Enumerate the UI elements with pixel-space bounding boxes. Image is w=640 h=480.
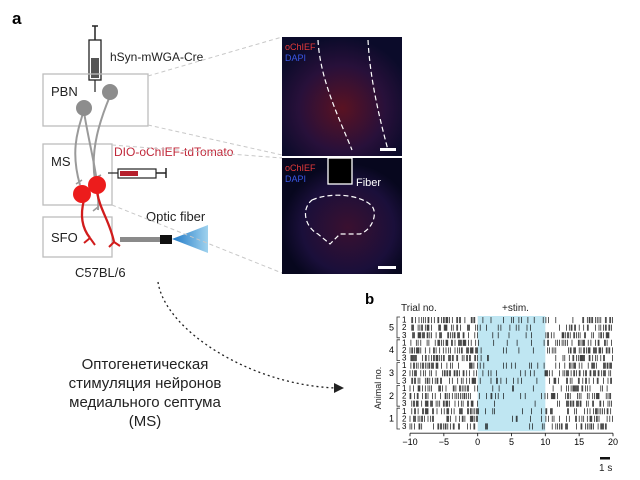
optic-fiber-icon xyxy=(120,225,208,253)
trial-label: 1 xyxy=(402,384,407,393)
curved-arrow xyxy=(157,281,344,393)
trial-label: 3 xyxy=(402,399,407,408)
micro-top-dapi: DAPI xyxy=(285,53,306,63)
x-tick-label: 15 xyxy=(574,437,584,447)
trial-label: 3 xyxy=(402,331,407,340)
x-tick-label: −10 xyxy=(402,437,417,447)
trial-header: Trial no. xyxy=(401,303,437,314)
injection-ms-label: DIO-oChIEF-tdTomato xyxy=(114,145,234,159)
trial-label: 3 xyxy=(402,354,407,363)
micro-bottom-ochief: oChIEF xyxy=(285,163,316,173)
x-tick-label: 0 xyxy=(475,437,480,447)
optic-fiber-label: Optic fiber xyxy=(146,209,206,224)
trial-label: 2 xyxy=(402,323,407,332)
animal-label: 3 xyxy=(389,368,394,378)
animal-bracket xyxy=(396,407,400,430)
micro-bottom-fiber: Fiber xyxy=(356,177,381,189)
caption-line-2: стимуляция нейронов xyxy=(68,375,222,392)
ms-label: MS xyxy=(51,154,71,169)
trial-label: 1 xyxy=(402,407,407,416)
scale-bar xyxy=(600,457,610,460)
animal-bracket xyxy=(396,339,400,361)
trial-label: 2 xyxy=(402,392,407,401)
trial-label: 2 xyxy=(402,369,407,378)
x-tick-label: −5 xyxy=(439,437,449,447)
russian-caption: Оптогенетическая стимуляция нейронов мед… xyxy=(20,355,270,431)
pbn-box xyxy=(42,73,149,127)
trial-label: 3 xyxy=(402,376,407,385)
caption-line-1: Оптогенетическая xyxy=(81,356,209,373)
animal-bracket xyxy=(396,362,400,384)
ms-neurons xyxy=(73,176,121,248)
syringe-top-icon xyxy=(88,25,102,92)
animal-bracket xyxy=(396,316,400,339)
connector-lines xyxy=(111,36,283,274)
animal-label: 5 xyxy=(389,322,394,332)
panel-a-label: a xyxy=(12,9,22,28)
mouse-strain-label: C57BL/6 xyxy=(75,265,126,280)
x-axis: −10 −5 0 5 10 15 20 xyxy=(402,432,618,447)
y-axis-label: Animal no. xyxy=(373,367,383,410)
animal-label: 4 xyxy=(389,345,394,355)
caption-line-3: медиального септума xyxy=(69,394,221,411)
micro-bottom-dapi: DAPI xyxy=(285,174,306,184)
sfo-label: SFO xyxy=(51,230,78,245)
ms-box xyxy=(42,143,113,206)
injection-top-label: hSyn-mWGA-Cre xyxy=(110,50,204,64)
stim-window xyxy=(477,316,546,432)
x-tick-label: 10 xyxy=(540,437,550,447)
syringe-ms-icon xyxy=(108,168,167,179)
animal-label: 2 xyxy=(389,391,394,401)
trial-label: 3 xyxy=(402,422,407,431)
trial-label: 1 xyxy=(402,361,407,370)
animal-label: 1 xyxy=(389,414,394,424)
pbn-label: PBN xyxy=(51,84,78,99)
micrograph-top xyxy=(282,37,402,156)
micrograph-bottom xyxy=(282,157,402,274)
panel-b-label: b xyxy=(365,291,374,308)
caption-line-4: (MS) xyxy=(128,413,162,430)
x-tick-label: 5 xyxy=(509,437,514,447)
x-tick-label: 20 xyxy=(608,437,618,447)
trial-label: 2 xyxy=(402,346,407,355)
trial-label: 1 xyxy=(402,316,407,325)
micro-top-ochief: oChIEF xyxy=(285,42,316,52)
trial-label: 2 xyxy=(402,414,407,423)
trial-label: 1 xyxy=(402,338,407,347)
stim-label: +stim. xyxy=(502,303,529,314)
scale-bar-label: 1 s xyxy=(599,463,612,474)
raster-plot xyxy=(409,317,613,430)
animal-bracket xyxy=(396,385,400,407)
